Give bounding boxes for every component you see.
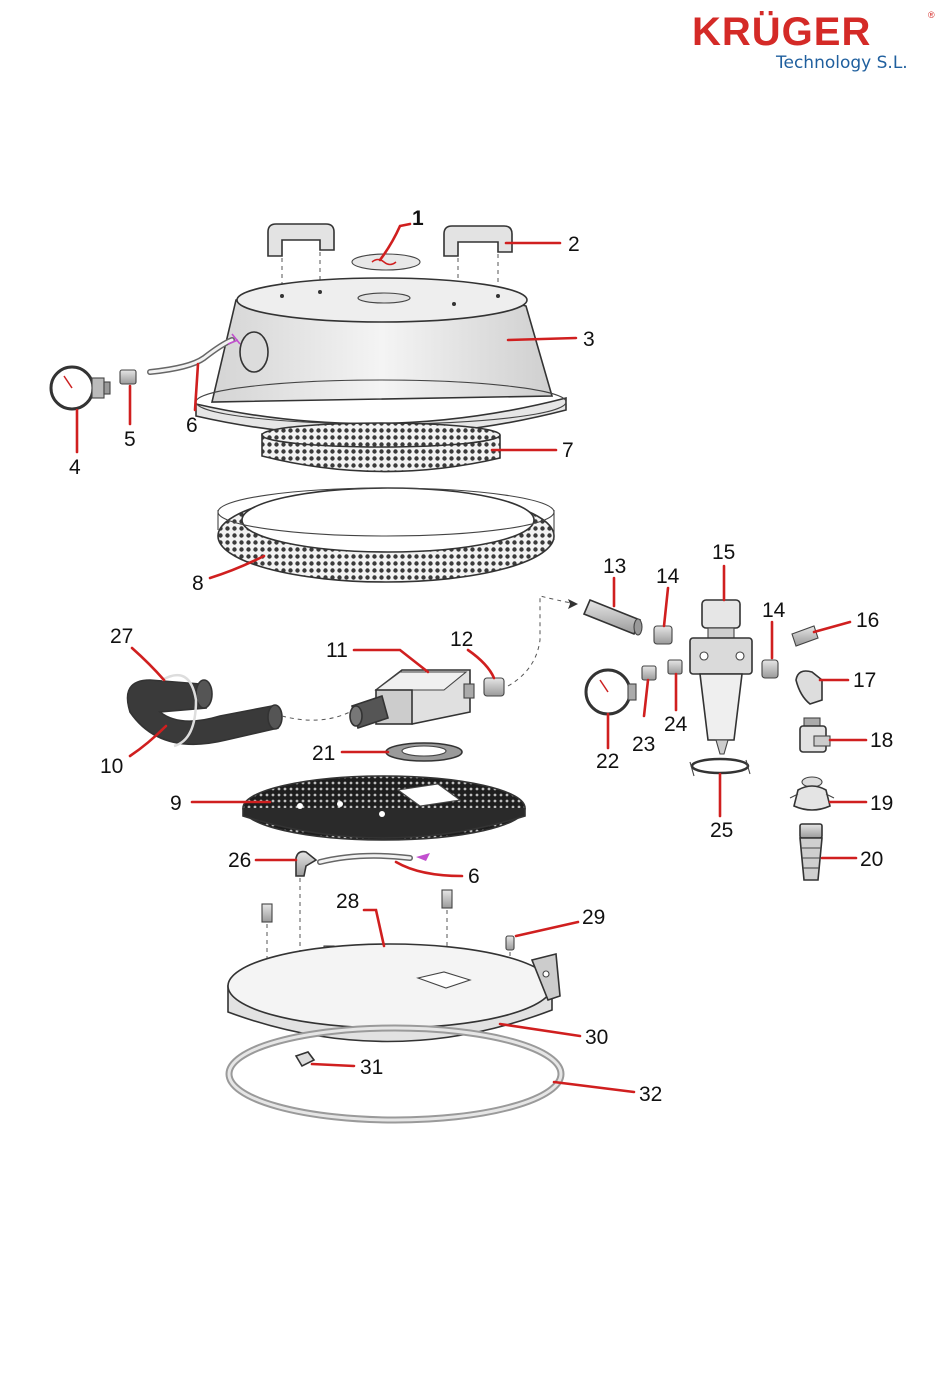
leader-8 <box>210 556 264 578</box>
label-32: 32 <box>639 1083 662 1106</box>
label-6b: 6 <box>468 865 480 888</box>
label-23: 23 <box>632 733 655 756</box>
pressure-gauge-22 <box>586 670 636 714</box>
label-7: 7 <box>562 439 574 462</box>
label-14a: 14 <box>656 565 680 588</box>
label-14b: 14 <box>762 599 786 622</box>
fitting-23 <box>642 666 656 680</box>
leader-27 <box>132 648 164 680</box>
nipple-16 <box>792 626 818 646</box>
label-24: 24 <box>664 713 688 736</box>
lid-dome <box>196 278 566 436</box>
leader-6b <box>396 862 462 876</box>
fitting-24 <box>668 660 682 674</box>
ring-filter-8 <box>218 488 554 582</box>
label-4: 4 <box>69 456 81 479</box>
label-10: 10 <box>100 755 123 778</box>
label-9: 9 <box>170 792 182 815</box>
fitting-14-right <box>762 660 778 678</box>
leader-29 <box>516 922 578 936</box>
elbow-17 <box>796 671 822 704</box>
filter-plate-9 <box>243 776 525 840</box>
label-8: 8 <box>192 572 204 595</box>
label-19: 19 <box>870 792 893 815</box>
label-11: 11 <box>326 639 348 662</box>
valve-18 <box>800 718 830 752</box>
label-25: 25 <box>710 819 733 842</box>
leader-32 <box>554 1082 634 1092</box>
leader-14a <box>664 588 668 626</box>
label-17: 17 <box>853 669 876 692</box>
label-27: 27 <box>110 625 133 648</box>
label-22: 22 <box>596 750 619 773</box>
label-30: 30 <box>585 1026 608 1049</box>
leader-16 <box>814 622 850 632</box>
handle-right <box>444 226 512 256</box>
label-29: 29 <box>582 906 605 929</box>
label-13: 13 <box>603 555 626 578</box>
label-6a: 6 <box>186 414 198 437</box>
pressure-gauge-small <box>51 367 110 409</box>
fitting-5 <box>120 370 136 384</box>
spacer-left <box>262 904 272 922</box>
screw-29 <box>506 936 514 950</box>
hose-tail-20 <box>800 824 822 880</box>
label-3: 3 <box>583 328 595 351</box>
label-1: 1 <box>412 207 424 230</box>
fitting-12 <box>484 678 504 696</box>
top-label-disc <box>352 254 420 270</box>
spacer-right <box>442 890 452 908</box>
label-18: 18 <box>870 729 893 752</box>
label-26: 26 <box>228 849 251 872</box>
leader-11 <box>354 650 428 672</box>
label-20: 20 <box>860 848 883 871</box>
label-31: 31 <box>360 1056 383 1079</box>
leader-6a <box>195 364 198 410</box>
label-5: 5 <box>124 428 136 451</box>
valve-body-11 <box>350 670 474 728</box>
handle-left <box>268 224 334 256</box>
leader-23 <box>644 680 648 716</box>
leader-31 <box>312 1064 354 1066</box>
fitting-14-left <box>654 626 672 644</box>
leader-12 <box>468 650 494 678</box>
elbow-fitting-26 <box>296 852 316 876</box>
leader-28 <box>364 910 384 946</box>
label-15: 15 <box>712 541 735 564</box>
label-12: 12 <box>450 628 473 651</box>
suction-hose-10 <box>128 675 283 746</box>
label-2: 2 <box>568 233 580 256</box>
leader-30 <box>500 1024 580 1036</box>
label-28: 28 <box>336 890 359 913</box>
coupling-19 <box>790 777 834 810</box>
filter-7 <box>262 423 500 472</box>
gasket-21 <box>386 743 462 761</box>
label-21: 21 <box>312 742 335 765</box>
label-16: 16 <box>856 609 879 632</box>
filter-regulator-15 <box>690 600 752 754</box>
